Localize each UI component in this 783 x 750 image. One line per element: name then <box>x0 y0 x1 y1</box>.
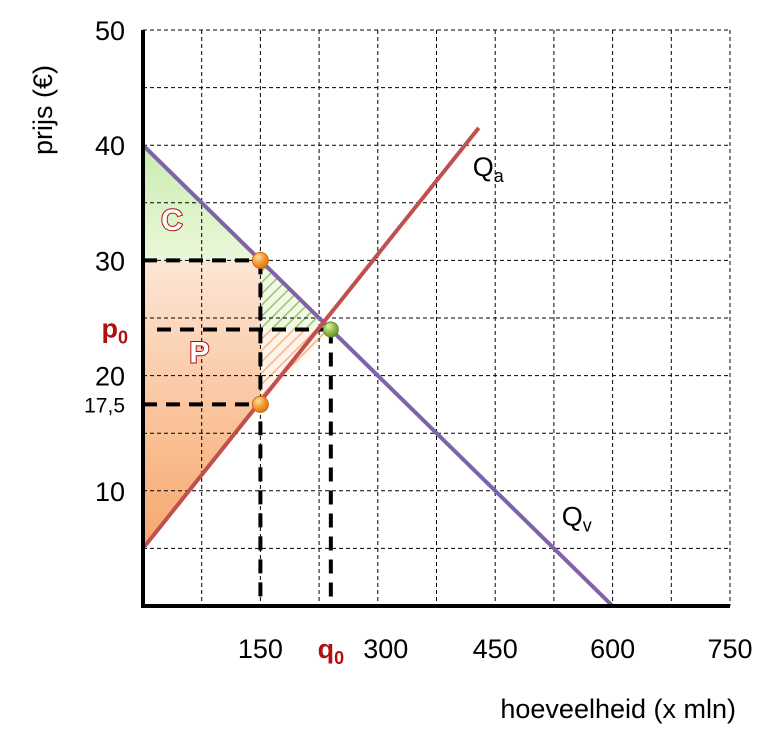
y-tick-label: 40 <box>95 131 125 161</box>
x-tick-labels: 150 300 450 600 750 <box>238 634 753 664</box>
supply-curve <box>141 126 481 550</box>
equilibrium-price-sub: 0 <box>118 328 128 348</box>
dashed-guides <box>143 258 333 606</box>
demand-curve <box>141 143 615 608</box>
y-tick-labels: 10 17,520 30 40 50 <box>84 16 125 507</box>
y-tick-label: 17,5 <box>84 394 125 417</box>
equilibrium-quantity-sub: 0 <box>334 648 344 668</box>
y-tick-label: 20 <box>95 362 125 392</box>
x-tick-label: 300 <box>363 634 408 664</box>
supply-curve-label-main: Q <box>473 152 494 182</box>
x-tick-label: 450 <box>473 634 518 664</box>
supply-curve-label: Qa <box>473 152 505 186</box>
area-label-p: P <box>189 337 209 370</box>
marked-point <box>251 395 269 413</box>
equilibrium-price-main: p <box>101 314 118 344</box>
x-axis-label: hoeveelheid (x mln) <box>500 694 736 724</box>
equilibrium-point <box>322 321 339 338</box>
deadweight-loss-orange-area <box>260 329 331 405</box>
y-tick-label: 30 <box>95 246 125 276</box>
area-label-c: C <box>161 204 183 237</box>
curves-layer <box>141 126 615 608</box>
y-tick-label: 50 <box>95 16 125 46</box>
marked-point <box>251 251 269 269</box>
demand-curve-label: Qv <box>562 501 592 535</box>
demand-curve-label-main: Q <box>562 501 583 531</box>
x-tick-label: 750 <box>707 634 752 664</box>
equilibrium-price-label: p0 <box>101 314 128 348</box>
equilibrium-quantity-main: q <box>318 634 335 664</box>
axes <box>141 30 730 608</box>
x-tick-label: 600 <box>590 634 635 664</box>
y-axis-label: prijs (€) <box>28 65 58 155</box>
equilibrium-quantity-label: q0 <box>318 634 345 668</box>
supply-curve-label-sub: a <box>494 166 505 186</box>
demand-curve-label-sub: v <box>583 515 592 535</box>
y-tick-label: 10 <box>95 477 125 507</box>
points-layer <box>251 251 339 413</box>
x-tick-label: 150 <box>238 634 283 664</box>
